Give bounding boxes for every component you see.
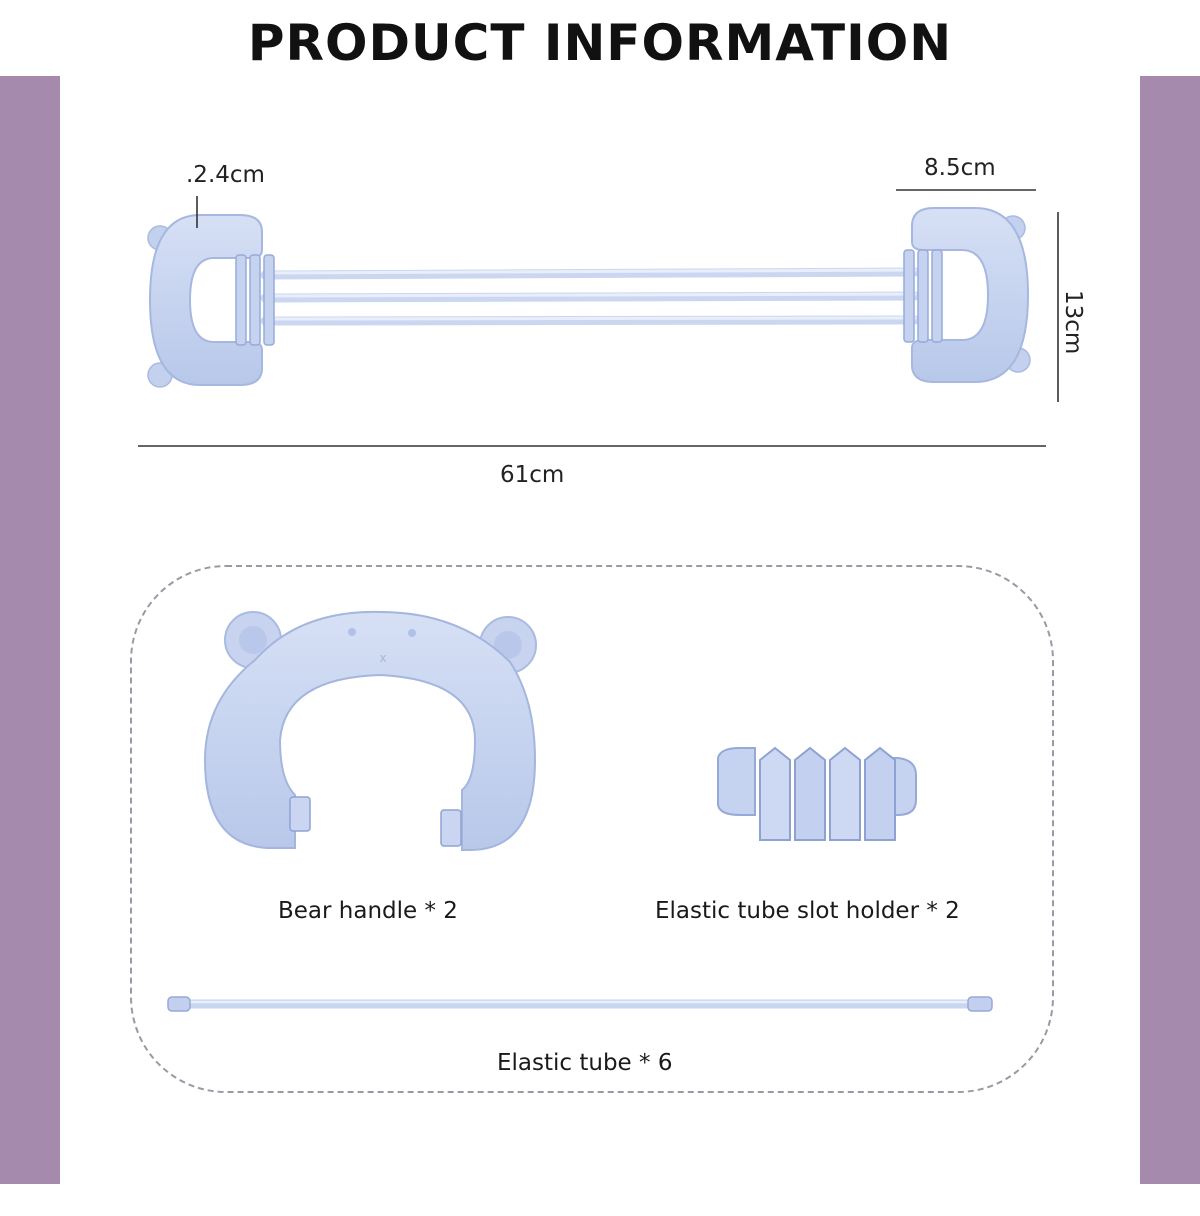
svg-text:x: x (379, 651, 386, 665)
handle-thickness-label: .2.4cm (186, 162, 265, 188)
assembled-tubes (260, 267, 920, 326)
slot-holder-icon (717, 746, 917, 841)
slot-holder-label: Elastic tube slot holder * 2 (655, 898, 960, 924)
right-bear-handle-icon (911, 207, 1031, 383)
elastic-tube-label: Elastic tube * 6 (497, 1050, 673, 1076)
total-length-label: 61cm (500, 462, 565, 488)
height-label: 13cm (1060, 290, 1086, 355)
right-side-band (1140, 76, 1200, 1184)
bear-handle-icon: x (203, 610, 537, 851)
left-side-band (0, 76, 60, 1184)
bear-handle-label: Bear handle * 2 (278, 898, 458, 924)
page-title: PRODUCT INFORMATION (247, 14, 953, 72)
assembled-expander-illustration (147, 207, 1031, 388)
parts-dashed-frame (130, 565, 1054, 1093)
handle-width-label: 8.5cm (924, 155, 996, 181)
product-diagram: x (138, 189, 1059, 1012)
left-slot-holder-icon (235, 254, 275, 346)
left-bear-handle-icon (147, 214, 263, 388)
right-slot-holder-icon (903, 249, 943, 343)
dimension-lines (138, 189, 1059, 447)
